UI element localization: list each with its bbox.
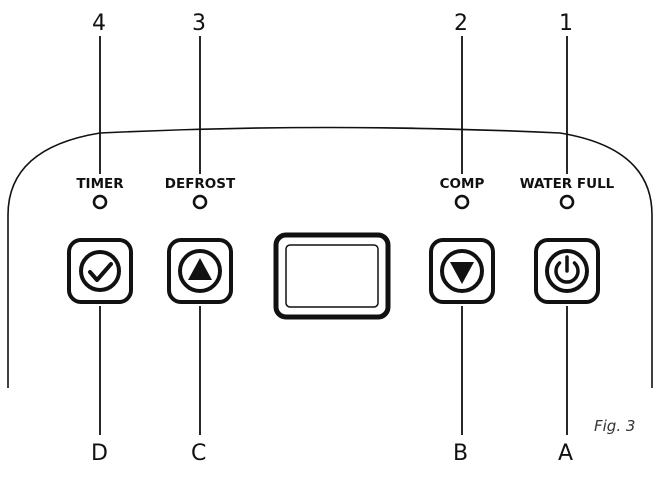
callout-letter-b: B bbox=[453, 441, 468, 466]
led-label-comp-text: COMP bbox=[440, 176, 485, 192]
led-label-timer-text: TIMER bbox=[76, 176, 124, 192]
timer-button[interactable] bbox=[67, 238, 133, 304]
power-button[interactable] bbox=[534, 238, 600, 304]
display-window bbox=[273, 232, 391, 320]
water-full-led bbox=[559, 194, 575, 210]
callout-number-4: 4 bbox=[92, 11, 106, 36]
callout-number-1: 1 bbox=[559, 11, 573, 36]
callout-number-3: 3 bbox=[192, 11, 206, 36]
callout-letter-c: C bbox=[191, 441, 206, 466]
led-label-water-full: WATER FULL bbox=[516, 174, 618, 192]
led-label-water-full-text: WATER FULL bbox=[520, 176, 615, 192]
power-icon bbox=[545, 249, 589, 293]
led-label-timer: TIMER bbox=[74, 174, 126, 192]
triangle-down-icon bbox=[440, 249, 484, 293]
callout-number-2: 2 bbox=[454, 11, 468, 36]
figure-caption: Fig. 3 bbox=[594, 417, 635, 435]
timer-led bbox=[92, 194, 108, 210]
led-label-defrost-text: DEFROST bbox=[165, 176, 236, 192]
triangle-up-icon bbox=[178, 249, 222, 293]
callout-letter-a: A bbox=[558, 441, 573, 466]
panel-outline bbox=[7, 126, 653, 388]
comp-led bbox=[454, 194, 470, 210]
callout-letter-d: D bbox=[91, 441, 108, 466]
down-button[interactable] bbox=[429, 238, 495, 304]
timer-check-icon bbox=[79, 250, 121, 292]
led-label-defrost: DEFROST bbox=[164, 174, 236, 192]
defrost-led bbox=[192, 194, 208, 210]
led-label-comp: COMP bbox=[436, 174, 488, 192]
up-button[interactable] bbox=[167, 238, 233, 304]
